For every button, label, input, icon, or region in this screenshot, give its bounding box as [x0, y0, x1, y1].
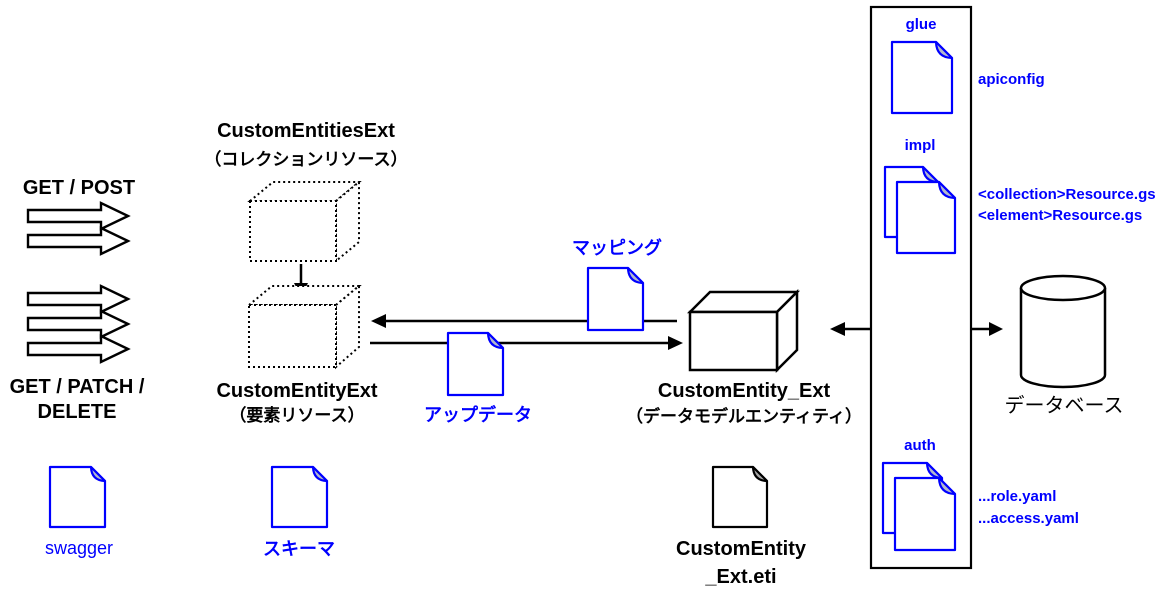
impl-file-collection: <collection>Resource.gs	[978, 186, 1156, 203]
database-label: データベース	[1004, 395, 1124, 417]
collection-resource-name: CustomEntitiesExt	[217, 120, 395, 142]
database-cylinder-icon	[1019, 274, 1107, 389]
updater-doc-icon	[446, 331, 505, 397]
schema-label: スキーマ	[263, 539, 335, 559]
schema-doc-icon	[270, 465, 329, 529]
get-post-label: GET / POST	[22, 177, 136, 199]
get-patch-delete-arrows-icon	[26, 284, 131, 364]
get-patch-delete-label-1: GET / PATCH /	[9, 376, 145, 398]
data-model-entity-type: （データモデルエンティティ）	[626, 407, 862, 426]
impl-file-element: <element>Resource.gs	[978, 207, 1143, 224]
data-model-entity-cube-icon	[686, 288, 801, 374]
eti-file-label-2: _Ext.eti	[705, 566, 777, 588]
resource-to-entity-arrow	[370, 336, 683, 350]
mapping-label: マッピング	[572, 238, 662, 258]
element-resource-cube-icon	[246, 283, 362, 370]
eti-doc-icon	[711, 465, 769, 529]
auth-file-role: ...role.yaml	[978, 488, 1057, 505]
glue-doc-icon	[890, 40, 954, 115]
apiconfig-label: apiconfig	[978, 71, 1045, 88]
get-post-arrows-icon	[26, 201, 131, 256]
auth-file-access: ...access.yaml	[978, 510, 1079, 527]
glue-label: glue	[905, 16, 937, 33]
impl-label: impl	[904, 137, 936, 154]
eti-file-label-1: CustomEntity	[676, 538, 806, 560]
element-resource-type: （要素リソース）	[229, 406, 365, 425]
auth-label: auth	[904, 437, 936, 454]
mapping-doc-icon	[586, 266, 645, 332]
get-patch-delete-label-2: DELETE	[37, 401, 117, 423]
data-model-entity-name: CustomEntity_Ext	[657, 380, 831, 402]
panel-to-entity-arrow	[830, 322, 871, 336]
panel-to-database-arrow	[971, 322, 1003, 336]
impl-docs-icon	[883, 165, 957, 255]
collection-resource-type: （コレクションリソース）	[204, 150, 408, 169]
element-resource-name: CustomEntityExt	[216, 380, 378, 402]
updater-label: アップデータ	[424, 405, 532, 425]
collection-resource-cube-icon	[247, 179, 362, 264]
swagger-doc-icon	[48, 465, 107, 529]
auth-docs-icon	[881, 461, 957, 552]
swagger-label: swagger	[44, 538, 114, 558]
